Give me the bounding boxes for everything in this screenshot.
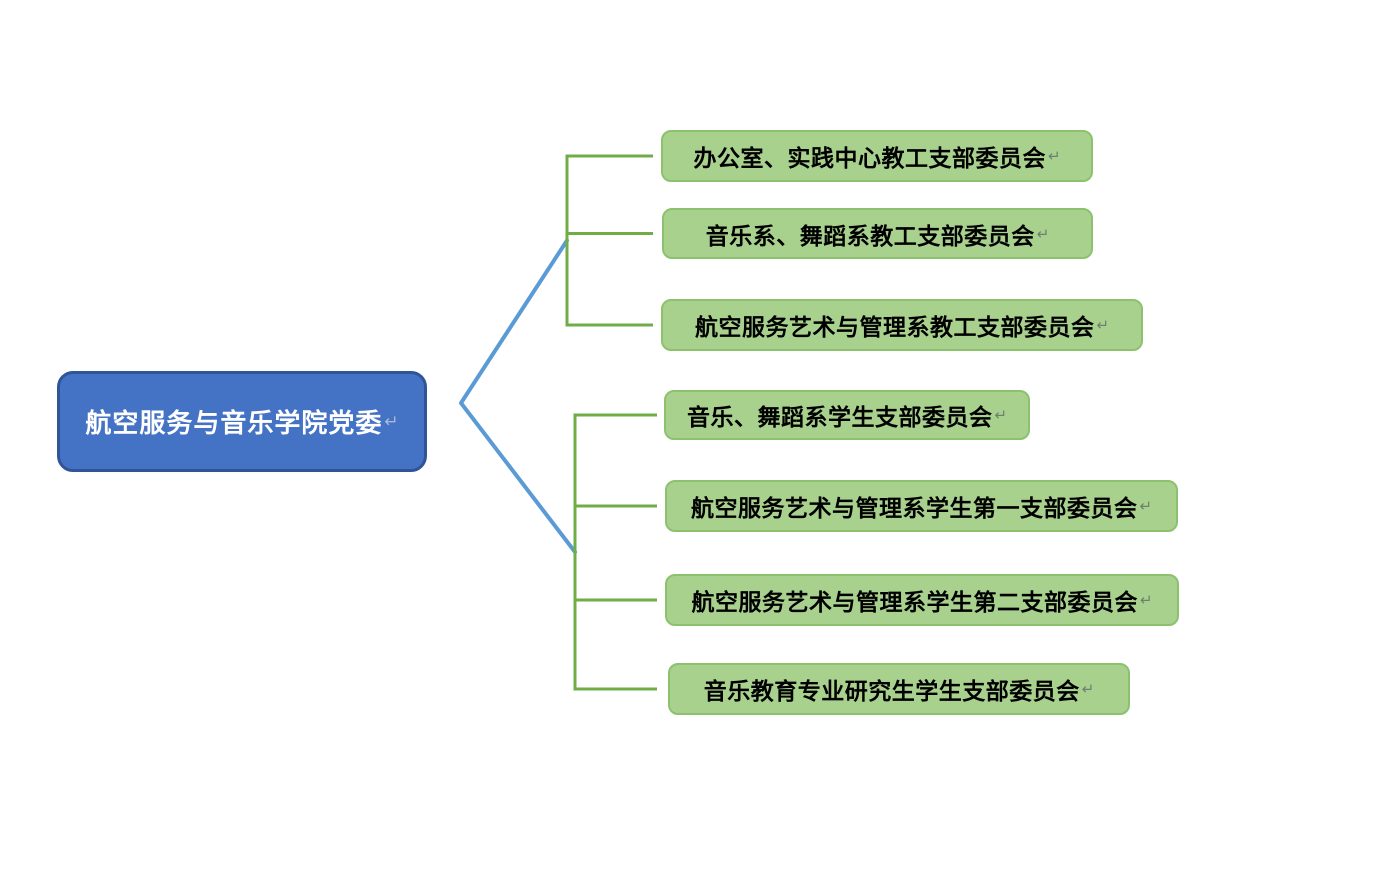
branch-node-label: 航空服务艺术与管理系学生第一支部委员会 — [690, 495, 1138, 521]
student-branch-node-3[interactable]: 航空服务艺术与管理系学生第二支部委员会 ↵ — [665, 574, 1179, 626]
student-branch-node-4[interactable]: 音乐教育专业研究生学生支部委员会 ↵ — [668, 663, 1130, 715]
branch-node-label: 航空服务艺术与管理系学生第二支部委员会 — [691, 589, 1138, 615]
branch-node-label: 音乐、舞蹈系学生支部委员会 — [686, 404, 993, 430]
paragraph-mark-icon: ↵ — [994, 407, 1008, 424]
branch-node-label: 音乐系、舞蹈系教工支部委员会 — [705, 222, 1035, 249]
paragraph-mark-icon: ↵ — [384, 411, 399, 431]
student-branch-node-2[interactable]: 航空服务艺术与管理系学生第一支部委员会 ↵ — [665, 480, 1178, 532]
branch-node-label: 音乐教育专业研究生学生支部委员会 — [703, 678, 1080, 704]
student-branch-node-1[interactable]: 音乐、舞蹈系学生支部委员会 ↵ — [664, 390, 1030, 440]
faculty-branch-node-1[interactable]: 办公室、实践中心教工支部委员会 ↵ — [661, 130, 1093, 182]
faculty-branch-node-3[interactable]: 航空服务艺术与管理系教工支部委员会 ↵ — [661, 299, 1143, 351]
paragraph-mark-icon: ↵ — [1139, 498, 1153, 515]
faculty-branch-node-2[interactable]: 音乐系、舞蹈系教工支部委员会 ↵ — [662, 208, 1093, 259]
student-bracket-line — [573, 413, 657, 691]
branch-node-label: 航空服务艺术与管理系教工支部委员会 — [694, 314, 1095, 340]
root-node[interactable]: 航空服务与音乐学院党委 ↵ — [57, 371, 427, 472]
paragraph-mark-icon: ↵ — [1139, 592, 1153, 609]
branch-node-label: 办公室、实践中心教工支部委员会 — [693, 145, 1046, 171]
faculty-bracket-line — [565, 154, 653, 327]
root-node-label: 航空服务与音乐学院党委 — [85, 408, 383, 438]
paragraph-mark-icon: ↵ — [1096, 317, 1110, 334]
paragraph-mark-icon: ↵ — [1047, 148, 1061, 165]
paragraph-mark-icon: ↵ — [1036, 225, 1050, 243]
root-connector-line — [459, 238, 577, 554]
paragraph-mark-icon: ↵ — [1081, 681, 1095, 698]
